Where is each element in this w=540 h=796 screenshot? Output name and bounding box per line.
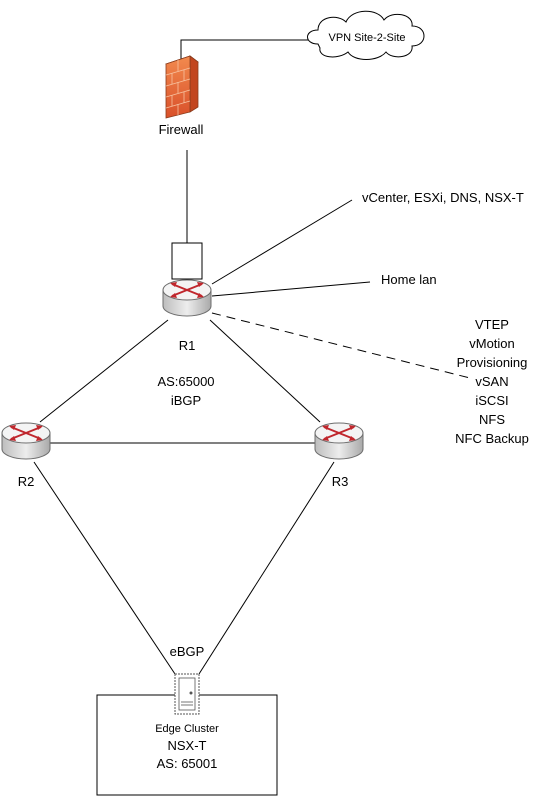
home-lan-label: Home lan: [381, 272, 437, 287]
vlan-item: iSCSI: [475, 393, 508, 408]
mgmt-network-label: vCenter, ESXi, DNS, NSX-T: [362, 190, 524, 205]
vlan-item: vSAN: [475, 374, 508, 389]
link-r3-edge: [198, 461, 335, 675]
router-r1-icon: [162, 279, 212, 317]
link-r1-r3: [209, 319, 321, 423]
edge-as-label: AS: 65001: [157, 756, 218, 771]
edge-cluster-title: Edge Cluster: [155, 723, 219, 735]
link-r1-mgmt: [211, 199, 353, 285]
router-r2-label: R2: [18, 474, 35, 489]
edge-server-icon: [174, 673, 200, 715]
link-firewall-cloud: [180, 39, 314, 68]
ebgp-label: eBGP: [170, 644, 205, 659]
link-r1-vlans: [211, 312, 471, 379]
link-r1-homelan: [211, 281, 371, 297]
firewall-label: Firewall: [159, 122, 204, 137]
router-r2-icon: [1, 422, 51, 460]
router-r3-label: R3: [332, 474, 349, 489]
vlan-item: NFC Backup: [455, 431, 529, 446]
vlan-item: VTEP: [475, 317, 509, 332]
vlan-item: Provisioning: [457, 355, 528, 370]
link-r2-edge: [33, 461, 176, 675]
router-r3-icon: [314, 422, 364, 460]
vlan-list: VTEP vMotion Provisioning vSAN iSCSI NFS…: [455, 317, 529, 446]
link-r1-r2: [39, 319, 169, 423]
vpn-cloud-icon: VPN Site-2-Site: [307, 10, 425, 60]
edge-product-label: NSX-T: [168, 738, 207, 753]
vpn-cloud-label: VPN Site-2-Site: [328, 32, 405, 44]
vlan-item: vMotion: [469, 336, 515, 351]
r1-uplink-box: [171, 242, 203, 280]
vlan-item: NFS: [479, 412, 505, 427]
ibgp-as-label: AS:65000: [157, 374, 214, 389]
ibgp-protocol-label: iBGP: [171, 393, 201, 408]
connections: [33, 39, 471, 675]
firewall-icon: [165, 55, 199, 119]
router-r1-label: R1: [179, 338, 196, 353]
